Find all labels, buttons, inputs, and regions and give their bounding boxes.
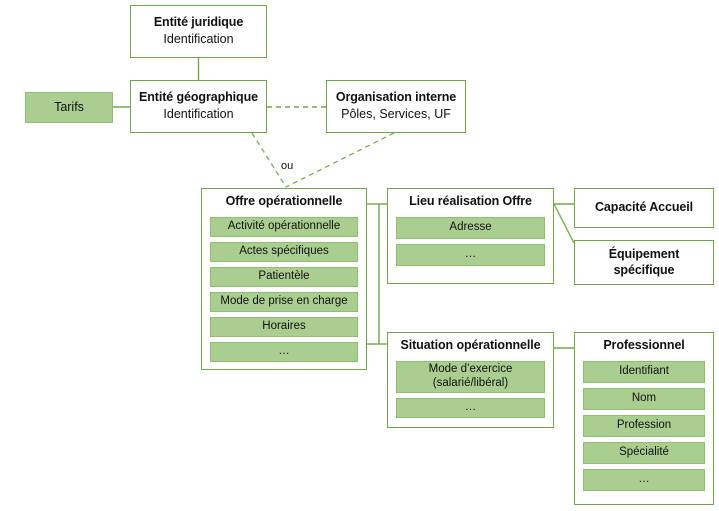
node-title: Entité géographique — [139, 90, 258, 105]
attribute-row[interactable]: … — [396, 243, 545, 266]
attribute-row[interactable]: Identifiant — [583, 360, 705, 383]
attribute-row[interactable]: Mode d’exercice (salarié/libéral) — [396, 360, 545, 393]
node-title: Professionnel — [603, 338, 685, 352]
node-subtitle: Identification — [163, 107, 234, 121]
node-title: Organisation interne — [335, 90, 457, 105]
node-entite-juridique[interactable]: Entité juridique Identification — [130, 5, 267, 58]
attribute-row[interactable]: Spécialité — [583, 441, 705, 464]
node-title: Lieu réalisation Offre — [409, 194, 532, 208]
edge-organisation-ou — [285, 132, 395, 188]
node-title: Entité juridique — [153, 15, 244, 30]
attribute-row[interactable]: Nom — [583, 387, 705, 410]
node-situation-operationnelle[interactable]: Situation opérationnelle Mode d’exercice… — [387, 332, 554, 428]
attribute-row[interactable]: Horaires — [210, 316, 358, 337]
node-subtitle: Identification — [163, 32, 234, 46]
node-title: Capacité Accueil — [595, 200, 693, 215]
node-title: Tarifs — [54, 99, 84, 114]
attribute-row[interactable]: … — [583, 468, 705, 491]
node-capacite-accueil[interactable]: Capacité Accueil — [574, 188, 714, 228]
node-professionnel[interactable]: Professionnel Identifiant Nom Profession… — [574, 332, 714, 505]
node-lieu-realisation-offre[interactable]: Lieu réalisation Offre Adresse … — [387, 188, 554, 284]
edge-lieu-equipement — [553, 203, 575, 244]
attribute-row[interactable]: Profession — [583, 414, 705, 437]
attribute-row[interactable]: Actes spécifiques — [210, 241, 358, 262]
attribute-row[interactable]: … — [396, 397, 545, 418]
node-tarifs[interactable]: Tarifs — [25, 92, 113, 123]
node-offre-operationnelle[interactable]: Offre opérationnelle Activité opérationn… — [201, 188, 367, 370]
node-title: Offre opérationnelle — [225, 194, 343, 208]
or-label: ou — [281, 160, 294, 172]
attribute-row[interactable]: Patientèle — [210, 266, 358, 287]
attribute-row[interactable]: Mode de prise en charge — [210, 291, 358, 312]
attribute-row[interactable]: Activité opérationnelle — [210, 216, 358, 237]
node-organisation-interne[interactable]: Organisation interne Pôles, Services, UF — [326, 80, 466, 133]
attribute-row[interactable]: … — [210, 341, 358, 362]
node-entite-geographique[interactable]: Entité géographique Identification — [130, 80, 267, 133]
node-equipement-specifique[interactable]: Équipement spécifique — [574, 240, 714, 285]
node-subtitle: Pôles, Services, UF — [341, 107, 451, 121]
attribute-row[interactable]: Adresse — [396, 216, 545, 239]
node-title: Situation opérationnelle — [400, 338, 541, 352]
node-title: Équipement spécifique — [608, 246, 680, 277]
